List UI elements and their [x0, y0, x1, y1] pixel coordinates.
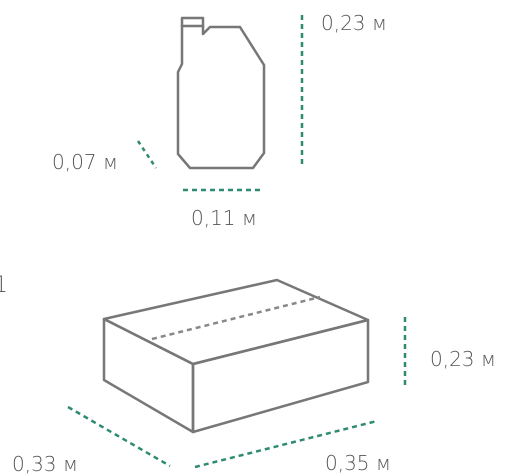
- canister-depth-dimension-line: [136, 140, 158, 169]
- box-width-dimension-line: [194, 419, 378, 469]
- box-height-label: 0,23 м: [430, 347, 496, 371]
- box-illustration: [102, 278, 370, 434]
- canister-depth-label: 0,07 м: [52, 150, 118, 174]
- canister-width-label: 0,11 м: [191, 206, 257, 230]
- box-tape-line: [151, 295, 321, 341]
- box-depth-dimension-line: [67, 405, 171, 468]
- box-top-face: [102, 278, 370, 366]
- box-depth-label: 0,33 м: [12, 452, 78, 474]
- box-width-label: 0,35 м: [325, 451, 391, 474]
- box-right-face: [191, 318, 370, 434]
- canister-illustration: [176, 16, 266, 170]
- box-left-face: [102, 317, 195, 434]
- box-cropped-edge-label: 1: [0, 273, 8, 298]
- canister-body-outline: [176, 16, 266, 170]
- canister-height-label: 0,23 м: [321, 11, 387, 35]
